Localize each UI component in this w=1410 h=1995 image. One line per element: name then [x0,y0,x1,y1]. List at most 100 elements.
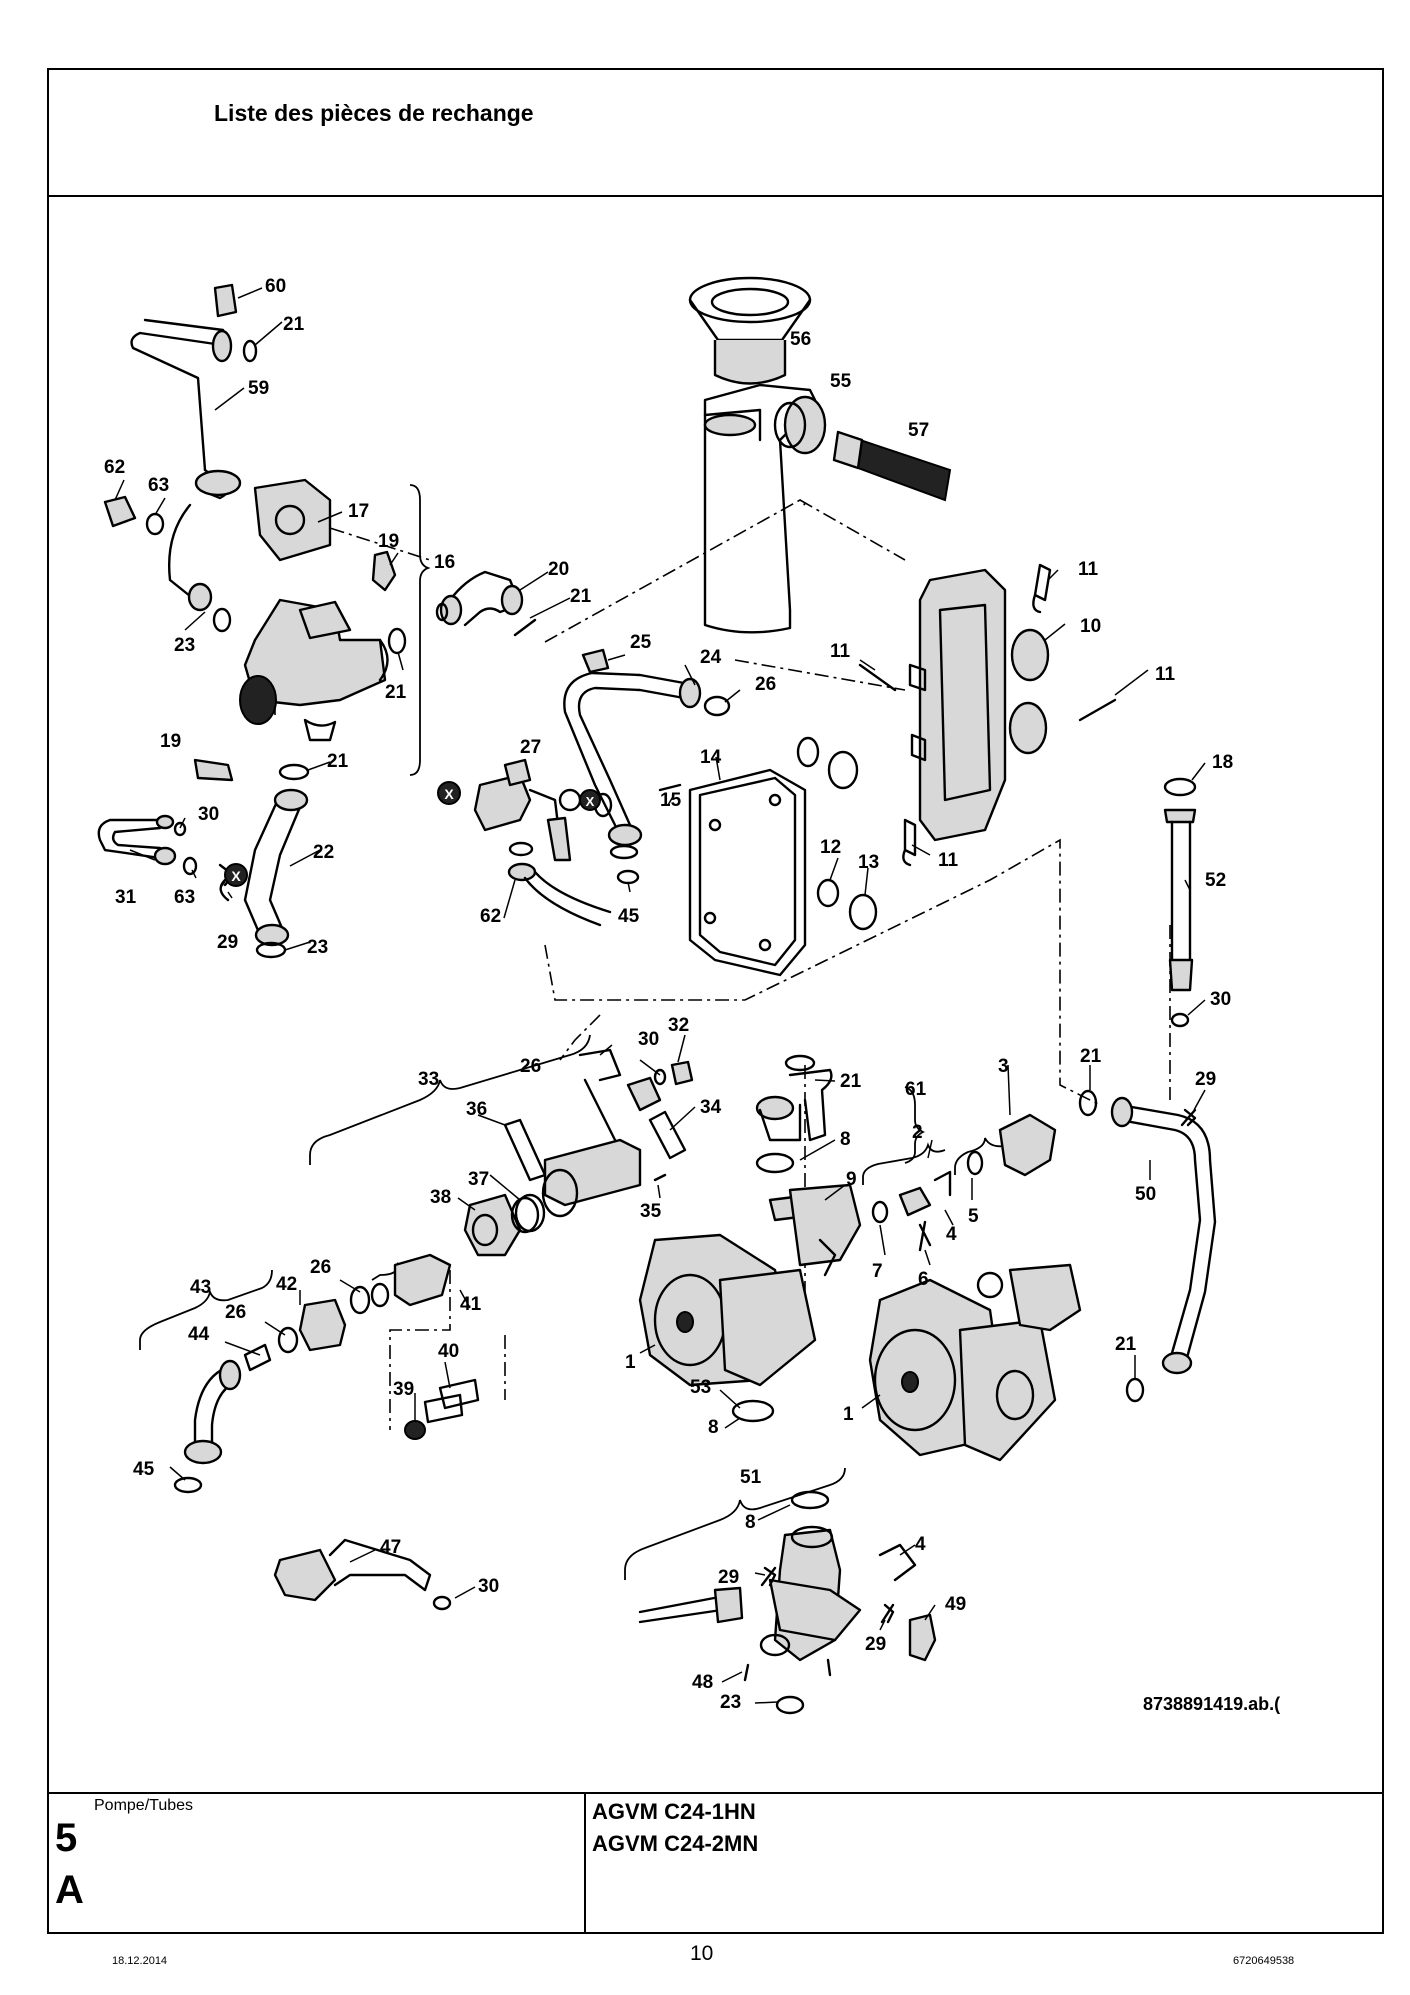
part-label-21: 21 [385,682,407,703]
part-label-10: 10 [1080,616,1101,637]
part-label-19: 19 [378,531,399,552]
page-frame [47,68,1384,1934]
part-label-26: 26 [225,1302,246,1323]
part-label-1: 1 [625,1352,636,1373]
part-label-50: 51 [740,1467,762,1488]
part-label-37: 37 [468,1169,489,1190]
part-label-21: 21 [570,586,592,607]
section-letter: A [55,1868,84,1912]
part-label-33: 33 [418,1069,439,1090]
part-label-21: 21 [283,314,305,335]
document-number: 6720649538 [1233,1955,1295,1967]
part-label-30: 30 [198,804,219,825]
part-label-29: 29 [865,1634,886,1655]
part-label-44: 44 [188,1324,210,1345]
model-name-2: AGVM C24-2MN [592,1831,759,1856]
part-label-19: 19 [160,731,181,752]
part-label-14: 14 [700,747,722,768]
part-label-32: 32 [668,1015,689,1036]
part-label-11: 11 [830,641,851,662]
leader-lines [114,287,1206,1704]
part-label-30: 30 [638,1029,659,1050]
part-label-15: 15 [660,790,682,811]
title-block-separator [584,1792,586,1934]
part-label-31: 31 [115,887,137,908]
part-labels: 60 21 56 59 55 57 62 63 17 19 16 20 21 1… [104,276,1280,1714]
part-label-21: 21 [840,1071,862,1092]
part-label-40: 39 [393,1379,414,1400]
part-label-59: 59 [248,378,269,399]
svg-text:X: X [444,786,454,802]
part-label-36: 36 [466,1099,487,1120]
part-label-4: 4 [946,1224,957,1245]
part-label-62: 62 [480,906,501,927]
part-label-45: 45 [618,906,640,927]
part-label-25: 25 [630,632,652,653]
part-label-63: 63 [174,887,195,908]
part-label-29: 29 [217,932,238,953]
part-label-39: 40 [438,1341,459,1362]
svg-text:X: X [586,794,595,809]
part-label-13: 13 [858,852,879,873]
part-label-9: 9 [846,1169,857,1190]
part-label-45: 45 [133,1459,155,1480]
part-label-21: 21 [1080,1046,1102,1067]
part-label-7: 7 [872,1261,883,1282]
header-divider [47,195,1384,197]
part-label-49: 49 [945,1594,966,1615]
part-label-26: 26 [755,674,776,695]
part-label-56: 56 [790,329,811,350]
part-label-52: 52 [1205,870,1226,891]
part-label-12: 12 [820,837,841,858]
part-label-8: 8 [840,1129,851,1150]
svg-text:X: X [231,868,241,884]
part-label-17: 17 [348,501,369,522]
part-label-2: 2 [912,1122,923,1143]
part-label-34: 34 [700,1097,722,1118]
section-name: Pompe/Tubes [94,1797,194,1814]
drawing-reference: 8738891419.ab.( [1143,1694,1280,1714]
part-label-16: 16 [434,552,455,573]
part-label-53: 53 [690,1377,711,1398]
part-label-61: 60 [265,276,286,297]
part-label-57: 57 [908,420,929,441]
part-label-20: 20 [548,559,569,580]
part-label-11: 11 [938,850,959,871]
part-label-60: 61 [905,1079,927,1100]
part-label-29: 29 [718,1567,739,1588]
page-number: 10 [690,1942,714,1965]
part-label-26: 26 [520,1056,541,1077]
parts [97,276,1217,1715]
part-label-1: 1 [843,1404,854,1425]
title-block-divider [47,1792,1384,1794]
part-label-23: 23 [307,937,328,958]
page-title: Liste des pièces de rechange [214,100,534,126]
part-label-23: 23 [174,635,195,656]
x-markers: X X X [224,781,601,887]
part-label-5: 5 [968,1206,979,1227]
part-label-62: 62 [104,457,125,478]
part-label-42: 42 [276,1274,297,1295]
part-label-30: 30 [1210,989,1231,1010]
section-number: 5 [55,1816,78,1860]
model-name-1: AGVM C24-1HN [592,1799,756,1824]
part-label-23: 23 [720,1692,741,1713]
part-label-27: 27 [520,737,541,758]
part-label-26: 26 [310,1257,331,1278]
part-label-30: 30 [478,1576,499,1597]
part-label-51: 50 [1135,1184,1156,1205]
part-label-21: 21 [327,751,349,772]
part-label-11: 11 [1155,664,1176,685]
part-label-47: 47 [380,1537,401,1558]
part-label-11: 11 [1078,559,1099,580]
part-label-8: 8 [708,1417,719,1438]
footer-date: 18.12.2014 [112,1955,168,1967]
part-label-4: 4 [915,1534,926,1555]
part-label-3: 3 [998,1056,1009,1077]
part-label-29: 29 [1195,1069,1216,1090]
part-label-63: 63 [148,475,169,496]
part-label-24: 24 [700,647,722,668]
part-label-35: 35 [640,1201,662,1222]
part-label-18: 18 [1212,752,1233,773]
